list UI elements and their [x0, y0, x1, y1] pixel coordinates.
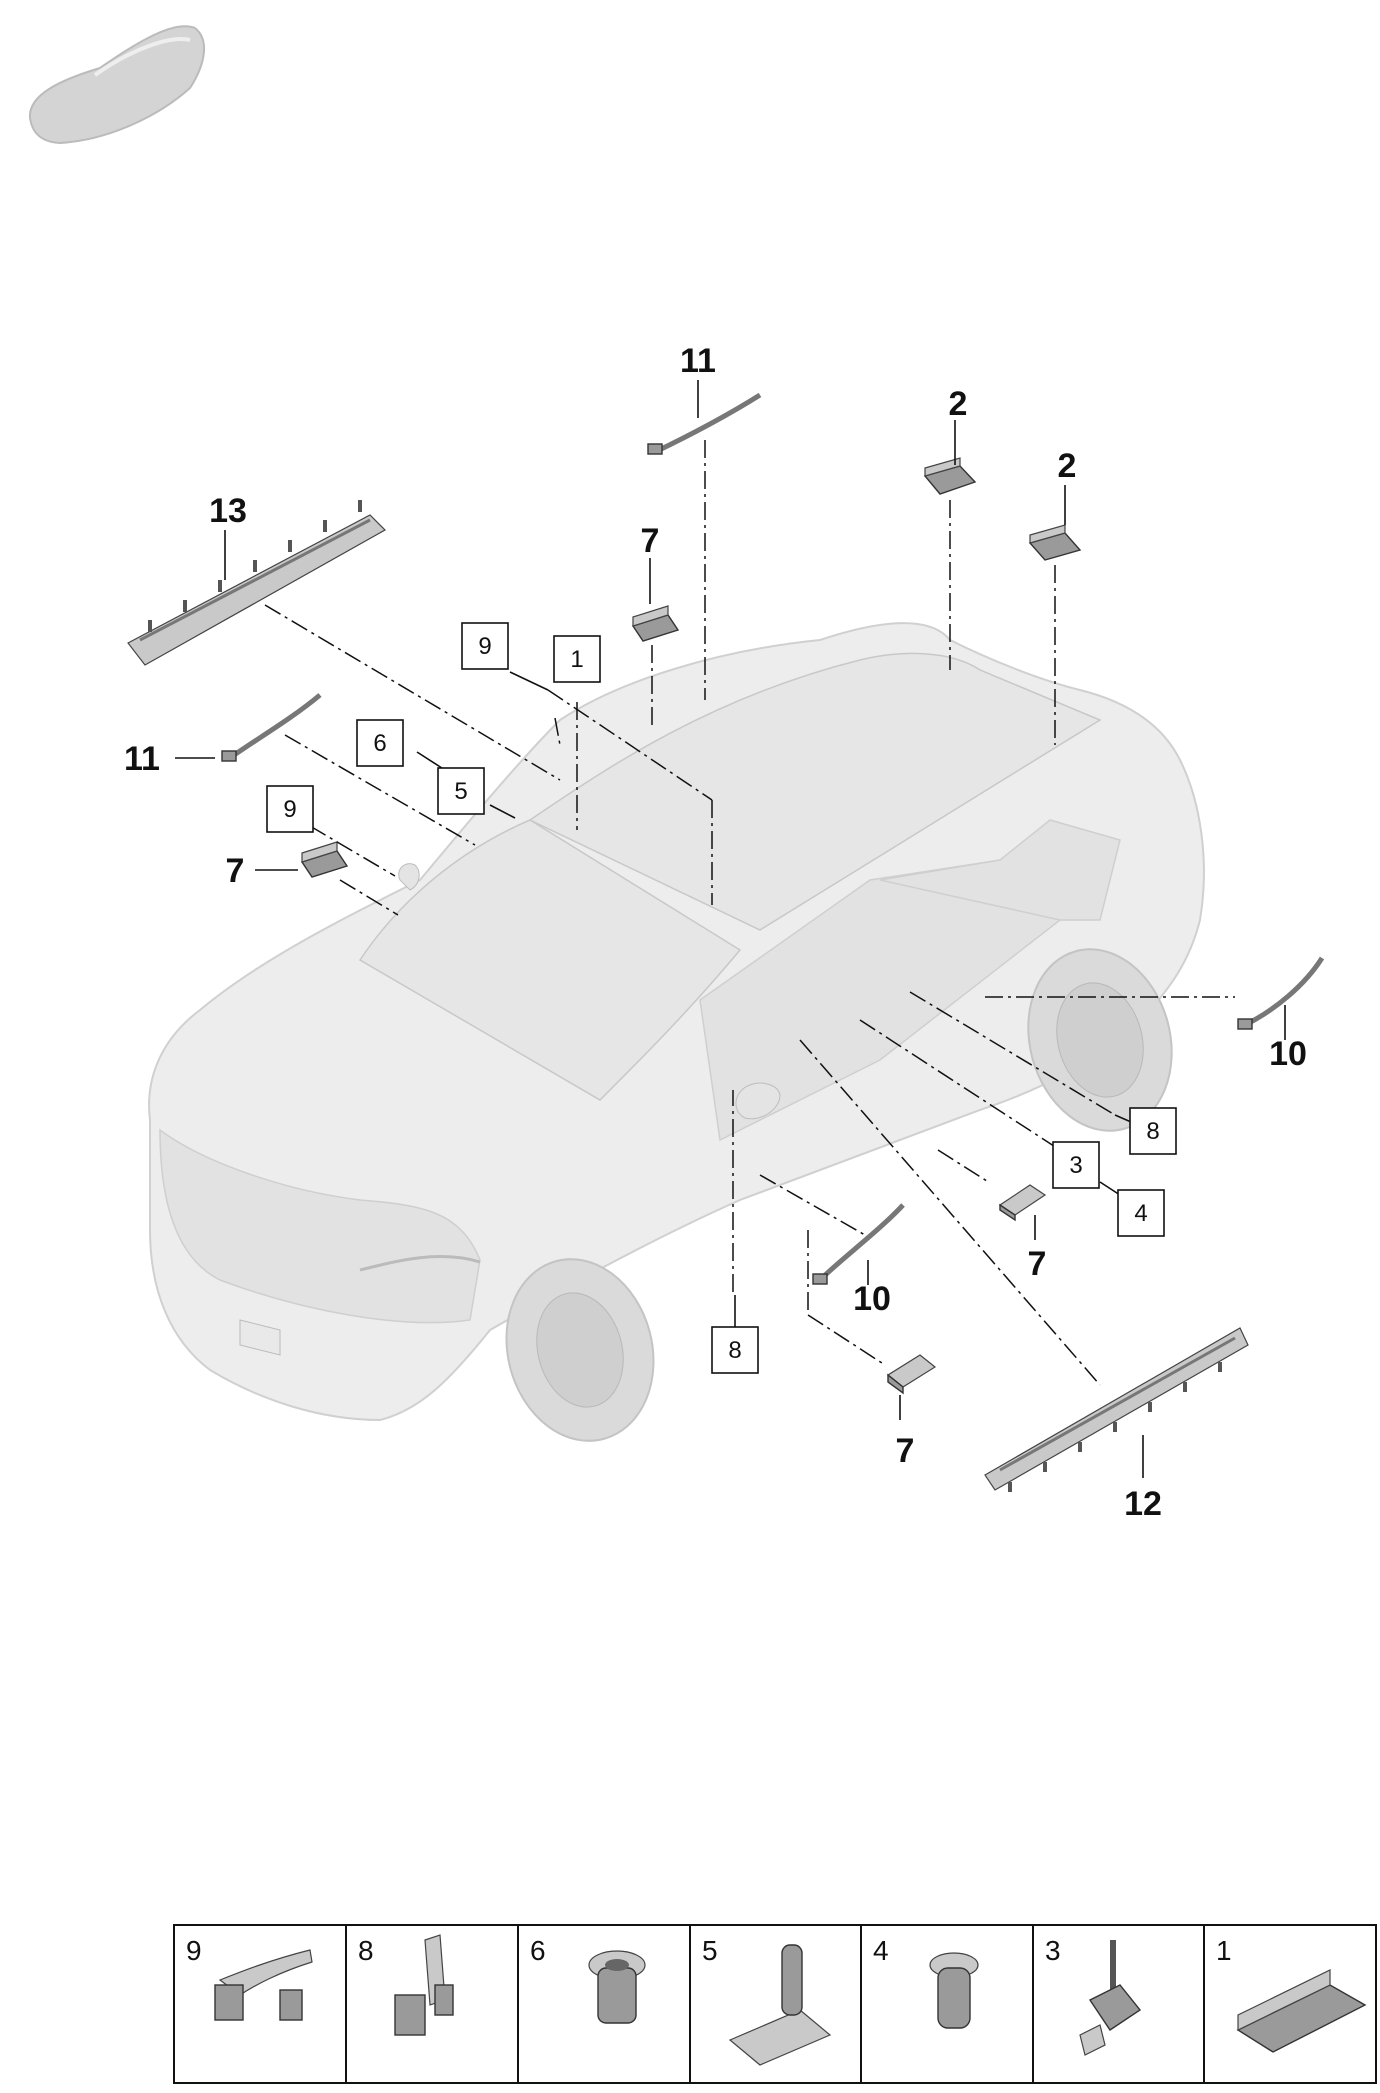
svg-text:9: 9 — [478, 633, 491, 660]
part-2-module-a — [923, 457, 977, 495]
vehicle-illustration — [148, 622, 1205, 1442]
callout-2-b: 2 — [1058, 447, 1077, 485]
svg-text:6: 6 — [373, 730, 386, 757]
boxed-callout-5: 5 — [437, 767, 485, 815]
sensor-plate-icon — [728, 1944, 832, 2066]
legend-number-4: 4 — [873, 1935, 889, 1966]
boxed-callout-9-left: 9 — [266, 785, 314, 833]
part-7-left-module — [300, 841, 349, 878]
legend-number-1: 1 — [1216, 1935, 1232, 1966]
part-2-module-b — [1028, 524, 1082, 561]
callout-7-top: 7 — [641, 522, 660, 560]
part-7-bottom-module — [886, 1354, 937, 1395]
bracket-harness-icon — [214, 1949, 313, 2021]
boxed-callout-8-bottom: 8 — [711, 1326, 759, 1374]
svg-text:8: 8 — [728, 1337, 741, 1364]
boxed-callouts: 9 1 6 5 9 8 3 4 — [266, 622, 1177, 1374]
legend-number-9: 9 — [186, 1935, 202, 1966]
callout-7-bottom: 7 — [896, 1432, 915, 1470]
control-module-icon — [1236, 1969, 1367, 2053]
svg-text:4: 4 — [1134, 1200, 1147, 1227]
boxed-callout-1: 1 — [553, 635, 601, 683]
angled-bracket-icon — [394, 1934, 454, 2036]
callout-10-right: 10 — [1269, 1035, 1307, 1073]
part-10-right-harness — [1237, 956, 1325, 1030]
callout-7-left: 7 — [226, 852, 245, 890]
part-12-rail — [984, 1327, 1249, 1492]
callout-labels: 11 2 2 13 7 11 7 10 7 10 7 12 — [124, 342, 1307, 1523]
callout-7-mid: 7 — [1028, 1245, 1047, 1283]
callout-11-top: 11 — [680, 342, 716, 380]
legend-number-8: 8 — [358, 1935, 374, 1966]
grommet-icon — [588, 1950, 646, 2024]
leader-lines — [175, 380, 1286, 1478]
callout-10-bottom: 10 — [853, 1280, 891, 1318]
part-10-bottom-harness — [812, 1203, 905, 1285]
boxed-callout-3: 3 — [1052, 1141, 1100, 1189]
boxed-callout-8-right: 8 — [1129, 1107, 1177, 1155]
plug-icon — [929, 1952, 979, 2029]
part-7-top-module — [631, 605, 680, 642]
callout-13: 13 — [209, 492, 247, 530]
car-thumbnail-icon — [28, 25, 206, 145]
legend-number-5: 5 — [702, 1935, 718, 1966]
svg-text:8: 8 — [1146, 1118, 1159, 1145]
callout-2-a: 2 — [949, 385, 968, 423]
boxed-callout-6: 6 — [356, 719, 404, 767]
callout-12: 12 — [1124, 1485, 1162, 1523]
part-13-rail — [127, 500, 386, 666]
callout-11-left: 11 — [124, 740, 160, 778]
legend-number-3: 3 — [1045, 1935, 1061, 1966]
boxed-callout-9-top: 9 — [461, 622, 509, 670]
part-7-mid-module — [998, 1184, 1047, 1222]
svg-text:3: 3 — [1069, 1152, 1082, 1179]
svg-text:1: 1 — [570, 646, 583, 673]
svg-text:9: 9 — [283, 796, 296, 823]
part-11-left-harness — [221, 693, 322, 762]
part-11-top-harness — [647, 392, 762, 455]
connector-pin-icon — [1079, 1940, 1142, 2056]
svg-text:5: 5 — [454, 778, 467, 805]
boxed-callout-4: 4 — [1117, 1189, 1165, 1237]
legend-strip: 9 8 6 5 4 3 1 — [173, 1924, 1377, 2084]
legend-number-6: 6 — [530, 1935, 546, 1966]
